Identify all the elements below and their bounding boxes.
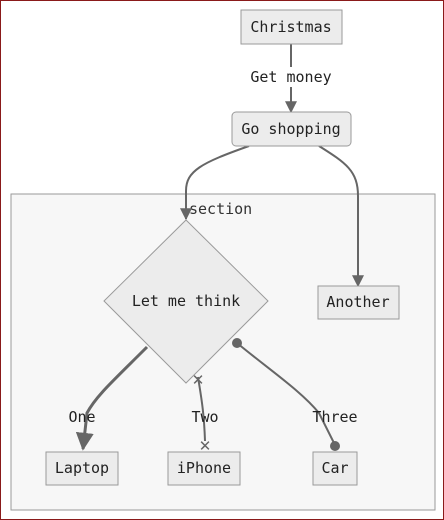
edge-label-one: One: [68, 408, 95, 426]
node-iphone-label: iPhone: [177, 459, 231, 477]
section-title: section: [189, 200, 252, 218]
cross-end-bottom-icon: ✕: [199, 437, 212, 455]
edge-let-me-think-to-car: [236, 342, 336, 446]
node-laptop[interactable]: Laptop: [45, 451, 119, 486]
node-let-me-think-label: Let me think: [132, 292, 240, 310]
node-iphone[interactable]: iPhone: [167, 451, 241, 486]
node-car[interactable]: Car: [312, 451, 358, 486]
edge-label-bg-get-money: [245, 67, 337, 87]
circle-end-top-icon: [232, 338, 242, 348]
node-another[interactable]: Another: [317, 285, 400, 320]
nodes: Christmas Go shopping Let me think Anoth…: [45, 9, 400, 486]
edge-let-me-think-to-iphone: [197, 376, 206, 442]
edge-let-me-think-to-laptop: [75, 345, 149, 451]
node-go-shopping-label: Go shopping: [241, 120, 340, 138]
node-another-label: Another: [326, 293, 389, 311]
edge-label-two: Two: [191, 408, 218, 426]
edge-label-three: Three: [312, 408, 357, 426]
edge-label-get-money: Get money: [250, 68, 331, 86]
node-go-shopping[interactable]: Go shopping: [231, 111, 352, 147]
node-laptop-label: Laptop: [55, 459, 109, 477]
edge-go-shopping-to-another: [318, 145, 364, 288]
node-let-me-think[interactable]: Let me think: [103, 219, 269, 384]
cross-end-top-icon: ✕: [192, 371, 205, 389]
edge-go-shopping-to-let-me-think: [180, 145, 250, 221]
node-christmas-label: Christmas: [250, 18, 331, 36]
node-car-label: Car: [321, 459, 348, 477]
circle-end-bottom-icon: [330, 441, 340, 451]
node-christmas[interactable]: Christmas: [240, 9, 343, 45]
edges: Get money One ✕ ✕ Two Three: [68, 44, 364, 455]
